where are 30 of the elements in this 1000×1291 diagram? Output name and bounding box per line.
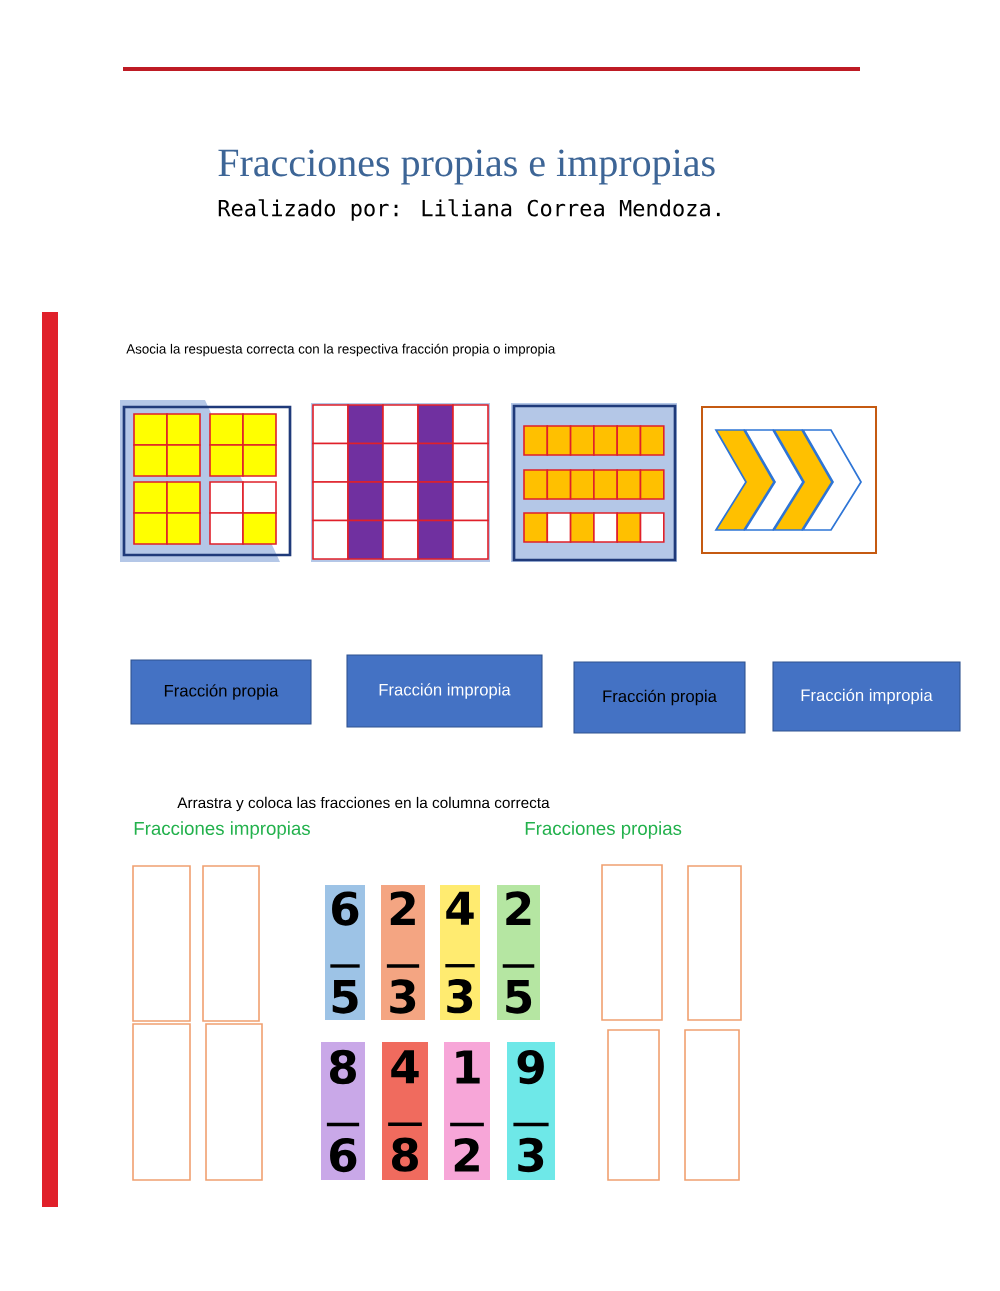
instruction-text: Arrastra y coloca las fracciones en la columna correcta (177, 796, 550, 812)
drop-box (687, 865, 742, 1021)
instruction-text: Asocia la respuesta correcta con la respectiva fracción propia o impropia (126, 343, 556, 357)
drop-box (601, 864, 663, 1021)
drop-box (684, 1029, 740, 1181)
fraction-card: 6 5 (325, 885, 365, 1020)
fraction-picture-drawing (511, 403, 677, 562)
byline: Realizado por: Liliana Correa Mendoza. (218, 199, 720, 221)
column-heading: Fracciones impropias (134, 821, 310, 839)
fraction-picture-drawing (701, 406, 877, 554)
drop-box (202, 865, 260, 1022)
answer-box: Fracción propia (573, 661, 746, 734)
title: Fracciones propias e impropias (218, 149, 715, 185)
answer-box: Fracción impropia (346, 654, 543, 728)
fraction-card: 9 3 (507, 1042, 555, 1180)
fraction-picture-drawing (311, 403, 490, 562)
fraction-card: 1 2 (444, 1042, 490, 1180)
drop-box (205, 1023, 263, 1181)
answer-box: Fracción impropia (772, 661, 961, 732)
drop-box (607, 1029, 660, 1181)
column-heading: Fracciones propias (525, 821, 682, 839)
drop-box (132, 1023, 191, 1181)
fraction-card: 8 6 (321, 1042, 365, 1180)
fraction-card: 4 8 (382, 1042, 428, 1180)
drop-box (132, 865, 191, 1022)
fraction-card: 2 5 (497, 885, 540, 1020)
fraction-card: 4 3 (440, 885, 480, 1020)
fraction-card: 2 3 (381, 885, 425, 1020)
answer-box: Fracción propia (130, 659, 312, 725)
fraction-picture-drawing (120, 400, 292, 562)
